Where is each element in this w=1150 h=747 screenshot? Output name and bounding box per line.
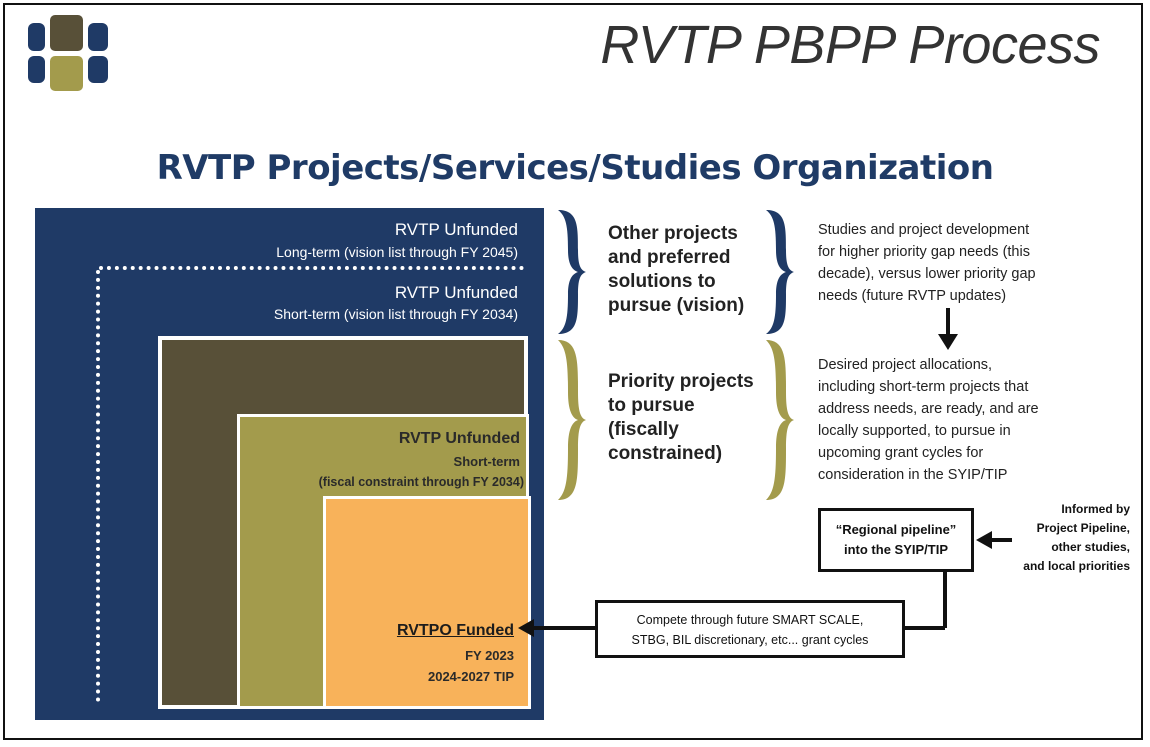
dotted-divider-horizontal: [99, 266, 524, 270]
vision-brace-right: [766, 210, 794, 334]
long-term-heading: RVTP Unfunded: [394, 220, 518, 239]
priority-brace-right: [766, 340, 794, 500]
diagram-subtitle: RVTP Projects/Services/Studies Organizat…: [156, 148, 994, 188]
fiscal-line3: (fiscal constraint through FY 2034): [318, 475, 524, 489]
slide-frame: [3, 3, 1143, 740]
logo: [28, 15, 108, 91]
funded-line2: FY 2023: [465, 648, 514, 663]
vision-brace-left: [558, 210, 586, 334]
funded-heading: RVTPO Funded: [396, 622, 514, 639]
fiscal-line2: Short-term: [453, 454, 520, 469]
compete-box: Compete through future SMART SCALE,STBG,…: [595, 600, 905, 658]
long-term-detail: Long-term (vision list through FY 2045): [276, 244, 518, 260]
priority-brace-left: [558, 340, 586, 500]
allocations-description: Desired project allocations,including sh…: [818, 357, 1039, 483]
funded-line3: 2024-2027 TIP: [427, 669, 514, 684]
dotted-divider-vertical: [96, 270, 100, 702]
short-term-detail: Short-term (vision list through FY 2034): [273, 306, 518, 322]
funded-box: [323, 496, 531, 709]
fiscal-heading: RVTP Unfunded: [398, 430, 520, 447]
short-term-heading: RVTP Unfunded: [394, 283, 518, 302]
regional-pipeline-box: “Regional pipeline”into the SYIP/TIP: [818, 508, 974, 572]
page-title: RVTP PBPP Process: [600, 15, 1100, 75]
